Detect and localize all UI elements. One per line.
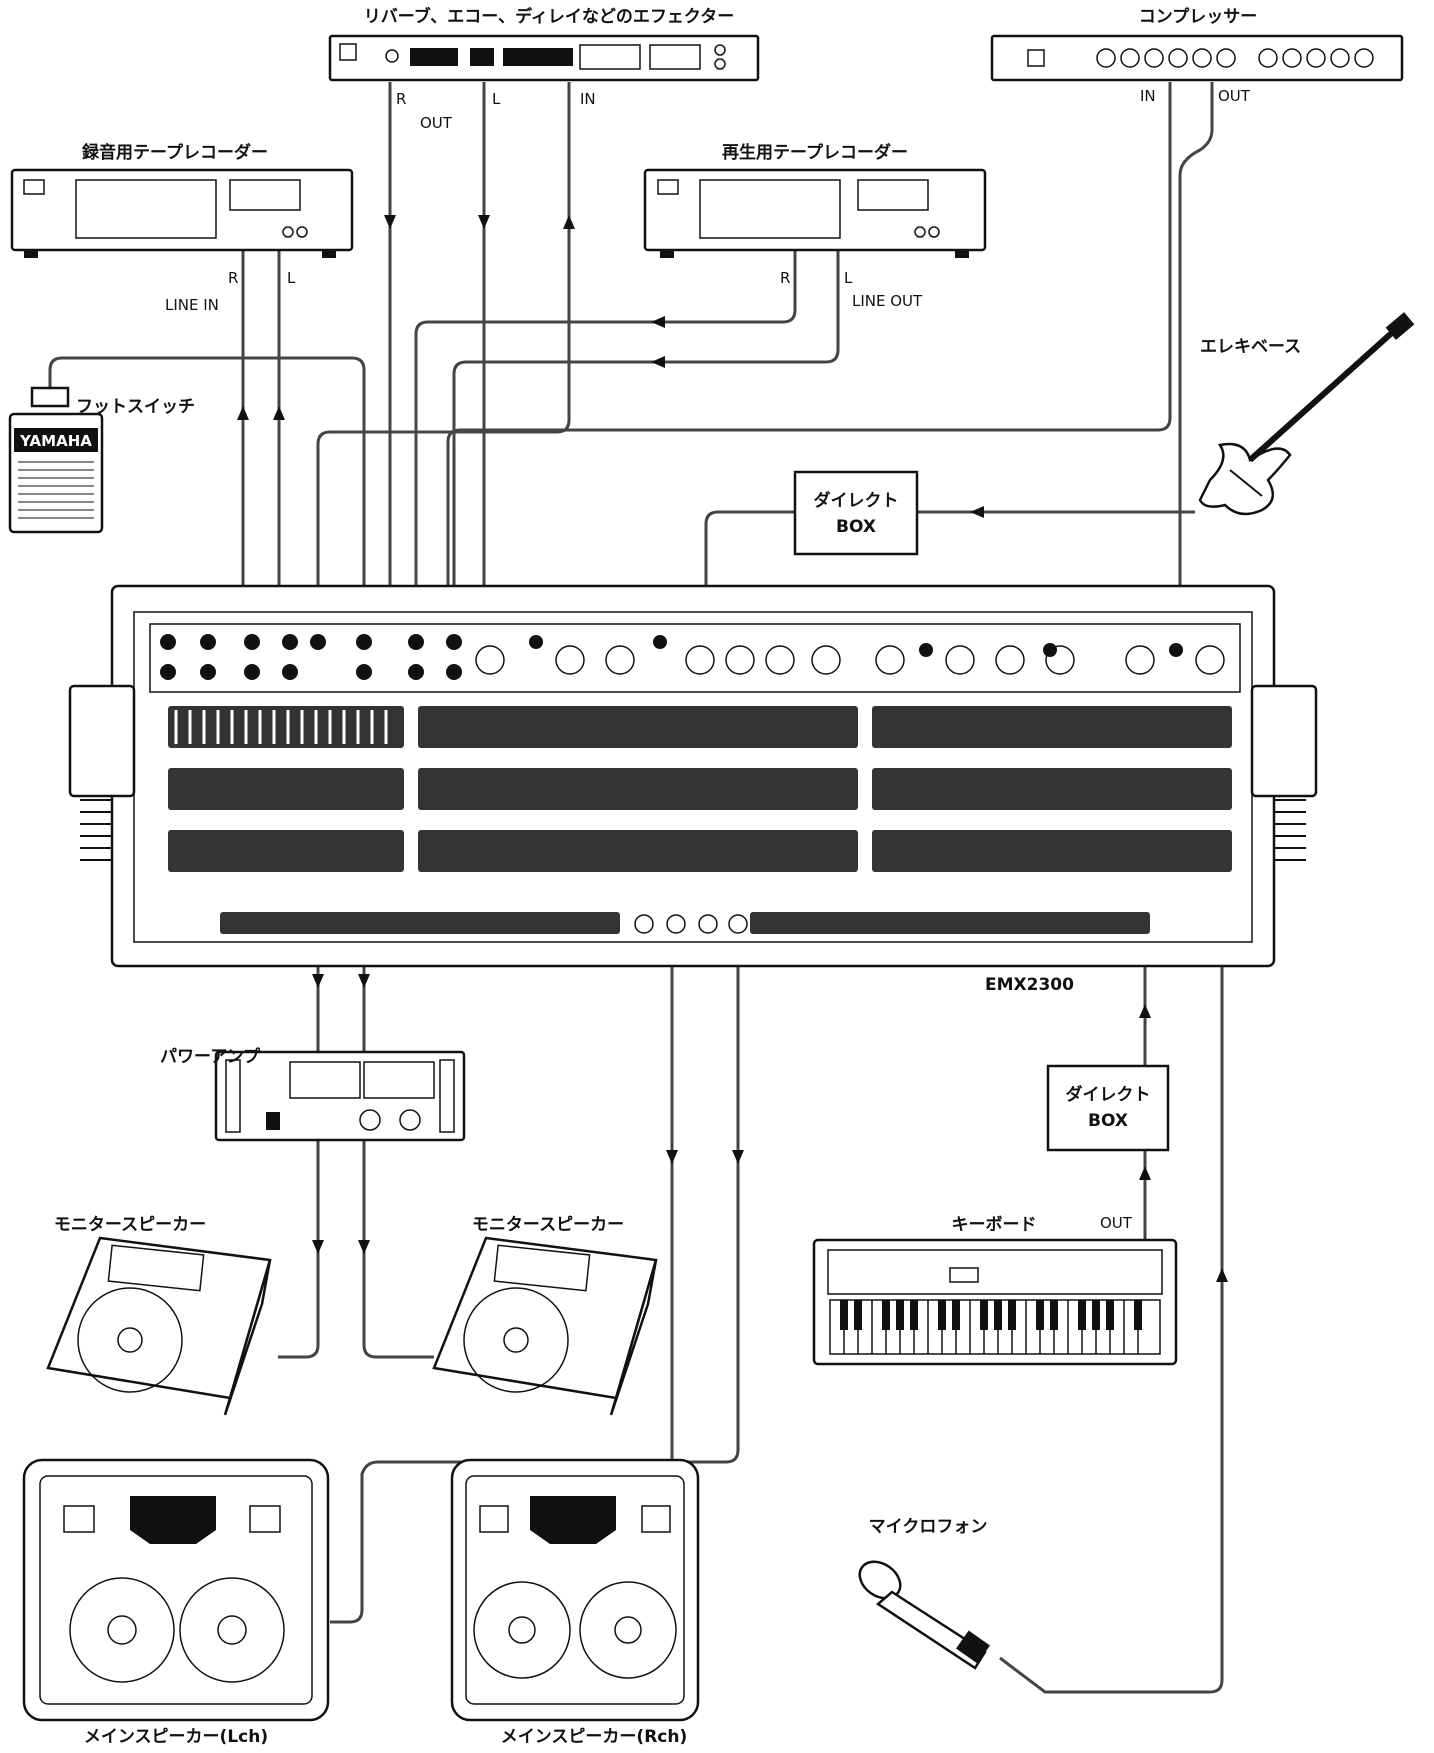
keyboard-unit <box>814 1240 1176 1364</box>
compressor-port-in: IN <box>1140 87 1156 105</box>
wire-effector-in <box>318 82 569 620</box>
monitor-left-label: モニタースピーカー <box>54 1215 206 1235</box>
wire-compressor-in <box>448 82 1170 660</box>
effector-port-r: R <box>396 90 406 108</box>
monitor-speaker-left <box>48 1238 270 1415</box>
effector-port-in: IN <box>580 90 596 108</box>
arrow-mic <box>1216 1268 1228 1282</box>
wire-monitor-r <box>364 1140 434 1357</box>
effector-label: リバーブ、エコー、ディレイなどのエフェクター <box>364 6 734 27</box>
mixer-emx2300 <box>70 586 1316 966</box>
foot-switch-logo: YAMAHA <box>19 432 92 450</box>
play-deck-unit <box>645 170 985 258</box>
arrow-main-r <box>666 1150 678 1164</box>
rec-deck-port-l: L <box>287 269 296 287</box>
arrow-kbd-2 <box>1139 1004 1151 1018</box>
direct-box-2-line2: BOX <box>1088 1111 1128 1131</box>
arrow-rec-l <box>273 406 285 420</box>
arrow-bass <box>970 506 984 518</box>
play-deck-port-r: R <box>780 269 790 287</box>
arrow-effector-l <box>478 215 490 229</box>
compressor-port-out: OUT <box>1218 87 1251 105</box>
arrow-amp-l1 <box>312 974 324 988</box>
arrow-kbd-1 <box>1139 1166 1151 1180</box>
monitor-speaker-right <box>434 1238 656 1415</box>
microphone <box>853 1554 990 1668</box>
play-deck-line-out: LINE OUT <box>852 292 923 310</box>
foot-switch-label: フットスイッチ <box>76 397 195 417</box>
direct-box-2-line1: ダイレクト <box>1066 1084 1151 1105</box>
direct-box-1-line2: BOX <box>836 517 876 537</box>
direct-box-1-line1: ダイレクト <box>814 490 899 511</box>
rec-deck-label: 録音用テープレコーダー <box>82 142 268 163</box>
monitor-right-label: モニタースピーカー <box>472 1215 624 1235</box>
main-left-label: メインスピーカー(Lch) <box>84 1727 268 1747</box>
arrow-effector-r <box>384 215 396 229</box>
arrow-amp-r1 <box>358 974 370 988</box>
keyboard-label: キーボード <box>952 1215 1037 1235</box>
arrow-play-l <box>651 356 665 368</box>
mic-label: マイクロフォン <box>869 1517 988 1537</box>
keyboard-port-out: OUT <box>1100 1214 1133 1232</box>
play-deck-label: 再生用テープレコーダー <box>722 142 908 163</box>
effector-port-out: OUT <box>420 114 453 132</box>
arrow-main-l <box>732 1150 744 1164</box>
main-speaker-left <box>24 1460 328 1720</box>
direct-box-2 <box>1048 1066 1168 1150</box>
main-speaker-right <box>452 1460 698 1720</box>
compressor-label: コンプレッサー <box>1139 6 1258 27</box>
rec-deck-unit <box>12 170 352 258</box>
arrow-play-r <box>651 316 665 328</box>
arrow-rec-r <box>237 406 249 420</box>
arrow-mon-r <box>358 1240 370 1254</box>
arrow-mon-l <box>312 1240 324 1254</box>
effector-unit <box>330 36 758 80</box>
compressor-unit <box>992 36 1402 80</box>
main-right-label: メインスピーカー(Rch) <box>501 1727 687 1747</box>
wire-monitor-l <box>278 1140 318 1357</box>
arrow-effector-in <box>563 215 575 229</box>
power-amp-label: パワーアンプ <box>160 1046 261 1067</box>
direct-box-1 <box>795 472 917 554</box>
mixer-label: EMX2300 <box>985 975 1074 995</box>
play-deck-port-l: L <box>844 269 853 287</box>
rec-deck-line-in: LINE IN <box>165 296 219 314</box>
rec-deck-port-r: R <box>228 269 238 287</box>
effector-port-l: L <box>492 90 501 108</box>
bass-label: エレキベース <box>1200 337 1301 357</box>
